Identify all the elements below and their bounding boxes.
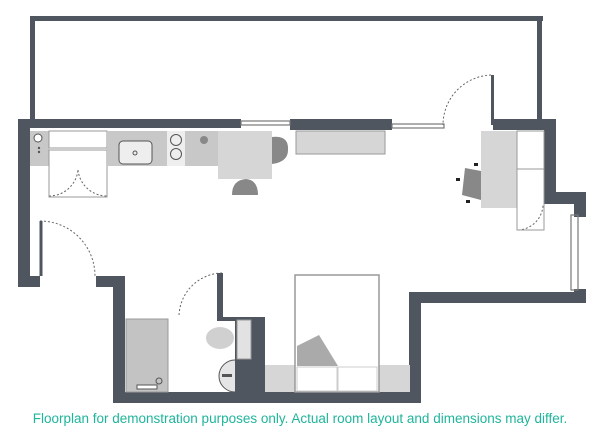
desk	[456, 130, 545, 231]
plant-icon	[200, 136, 208, 144]
dining-table	[218, 131, 289, 195]
hob-icon	[170, 134, 182, 146]
bed	[265, 274, 410, 393]
balcony	[30, 16, 543, 120]
disclaimer-caption: Floorplan for demonstration purposes onl…	[32, 411, 568, 426]
kitchen-counter	[30, 130, 219, 198]
door-leaves	[39, 221, 223, 317]
sideboard	[295, 130, 386, 155]
bathroom	[125, 318, 252, 393]
chair-icon	[272, 136, 289, 164]
sink-icon	[118, 140, 153, 165]
chair-icon	[232, 179, 258, 195]
office-chair-icon	[462, 168, 481, 200]
doors	[39, 74, 544, 318]
toilet-icon	[206, 327, 234, 349]
windows	[240, 120, 579, 291]
